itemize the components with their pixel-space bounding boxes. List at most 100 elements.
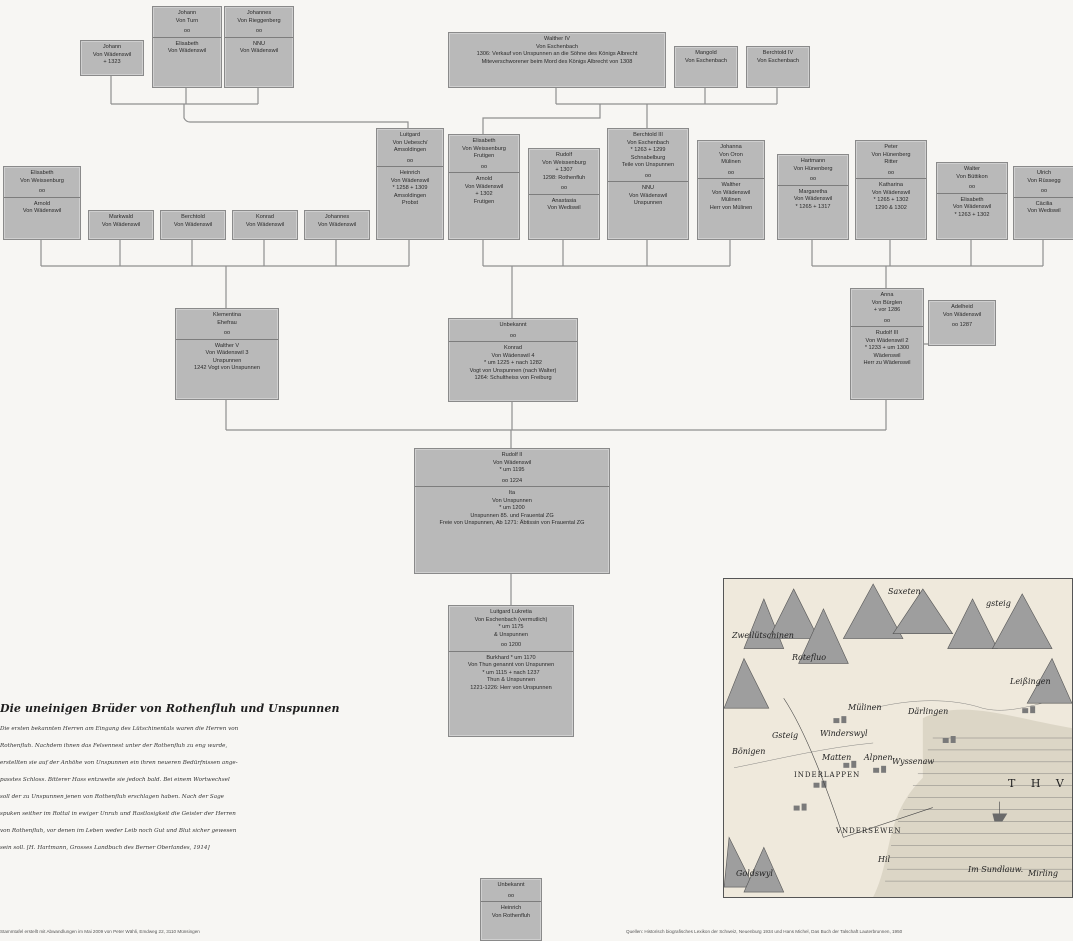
map-label: Leißingen	[1010, 677, 1051, 686]
marriage-mark: oo	[1040, 188, 1048, 195]
story-line: von Rothenfluh, vor denen im Leben weder…	[0, 828, 237, 834]
person-text-line: Berchtold IV	[762, 50, 794, 56]
person-text-line: Von Hünenberg	[793, 165, 833, 172]
person-text-line: Herr von Mülinen	[709, 204, 753, 211]
connector-line	[110, 74, 409, 128]
person-text-line: Von Eschenbach (vermutlich)	[474, 616, 548, 623]
story-line: soll der zu Unspunnen jenen von Rothenfl…	[0, 794, 224, 800]
person-text-line: Cäcilia	[1035, 200, 1053, 207]
person-text-line: Von Wädenswil	[173, 221, 213, 228]
person-text-line: Katharina	[879, 182, 903, 189]
map-label: Hil	[878, 855, 891, 864]
person-text-line: Unspunnen	[633, 200, 663, 207]
person-text-line: Elisabeth	[175, 40, 199, 47]
person-text-line: + vor 1286	[873, 307, 901, 314]
person-text-line: Ritter	[884, 159, 898, 166]
marriage-mark: oo	[480, 163, 488, 170]
story-line: erstellten sie auf der Anhöhe von Unspun…	[0, 760, 238, 766]
person-text-line: Rudolf	[555, 152, 573, 158]
person-text-line: Von Büttikon	[956, 173, 988, 180]
person-text-line: * um 1175	[498, 624, 524, 631]
connector-line	[482, 86, 778, 134]
person-text-line: Unspunnen 85. und Frauental ZG	[470, 512, 554, 519]
connector-line	[811, 238, 1044, 288]
person-text-line: Herr zu Wädenswil	[863, 360, 911, 367]
connector-line	[482, 238, 731, 318]
person-text-line: * 1263 + 1299	[630, 147, 666, 154]
marriage-mark: oo	[223, 330, 231, 337]
person-text-line: Von Eschenbach	[536, 43, 578, 50]
person-text-line: Freie von Unspunnen, Ab 1271: Äbtissin v…	[439, 520, 585, 527]
person-text-line: Frutigen	[473, 198, 495, 205]
map-label: Wyssenaw	[892, 757, 935, 766]
person-text-line: Von Wädenswil 3	[205, 350, 249, 357]
person-text-line: Von Wädenswil	[942, 311, 982, 318]
person-text-line: Probst	[401, 200, 419, 207]
person-text-line: Berchtold III	[633, 132, 663, 138]
person-text-line: Von Rüssegg	[1027, 177, 1061, 184]
person-text-line: Von Uebesch/	[392, 139, 428, 146]
person-text-line: Von Wädenswil	[711, 189, 751, 196]
person-text-line: 1264: Schultheiss von Freiburg	[474, 375, 552, 382]
person-text-line: Von Oron	[719, 151, 743, 158]
map-label: Saxeten	[888, 587, 921, 596]
person-text-line: Von Wädenswil	[22, 208, 62, 215]
person-text-line: * 1265 + 1302	[873, 197, 909, 204]
person-text-line: Von Weissenburg	[542, 159, 586, 166]
person-text-line: Schnabelburg	[630, 154, 666, 161]
person-text-line: 1298: Rothenfluh	[542, 174, 586, 181]
person-text-line: Mülinen	[721, 197, 741, 204]
person-text-line: Von Wädenswil	[464, 183, 504, 190]
person-text-line: Walter	[964, 166, 980, 172]
marriage-mark: oo	[406, 157, 414, 164]
person-text-line: Von Rieggenberg	[237, 17, 281, 24]
person-text-line: Anastasia	[551, 197, 577, 204]
person-text-line: Von Unspunnen	[492, 497, 532, 504]
person-text-line: Von Wädenswil	[167, 48, 207, 55]
marriage-mark: oo	[809, 176, 817, 183]
map-label: Winderswyl	[820, 729, 868, 738]
map-label: Mülinen	[848, 703, 882, 712]
map-label: Mirling	[1028, 869, 1058, 878]
person-text-line: Adelheid	[951, 304, 973, 310]
person-text-line: Heinrich	[399, 170, 421, 177]
map-label: Alpnen	[864, 753, 893, 762]
marriage-mark: oo	[560, 185, 568, 192]
story-line: Die ersten bekannten Herren am Eingang d…	[0, 726, 239, 732]
person-text-line: Von Wädenswil	[492, 459, 532, 466]
person-text-line: Rudolf II	[501, 452, 523, 458]
person-text-line: Von Wädenswil 4	[491, 352, 535, 359]
story-body: Die ersten bekannten Herren am Eingang d…	[0, 721, 362, 857]
person-text-line: Elisabeth	[960, 196, 984, 203]
map-label: gsteig	[986, 599, 1011, 608]
story-line: Rothenfluh. Nachdem ihnen das Felsennest…	[0, 743, 228, 749]
person-text-line: * um 1195	[499, 467, 525, 474]
person-text-line: Von Rothenfluh	[491, 912, 531, 919]
person-text-line: Von Wädenswil	[245, 221, 285, 228]
connector-line	[225, 398, 887, 448]
map-drawing	[724, 579, 1072, 897]
person-text-line: NNU	[641, 185, 655, 192]
person-text-line: Klementina	[213, 312, 241, 318]
map-label: Zweilütschinen	[732, 631, 794, 640]
person-text-line: Margaretha	[798, 188, 828, 195]
story-title: Die uneinigen Brüder von Rothenfluh und …	[0, 702, 340, 715]
person-text-line: Walther V	[214, 342, 240, 349]
marriage-mark: oo 1200	[500, 642, 522, 649]
person-text-line: Rudolf III	[875, 330, 899, 337]
person-text-line: Walther	[721, 182, 741, 189]
story-line: sein soll. [H. Hartmann, Grosses Landbuc…	[0, 845, 210, 851]
marriage-mark: oo	[727, 169, 735, 176]
